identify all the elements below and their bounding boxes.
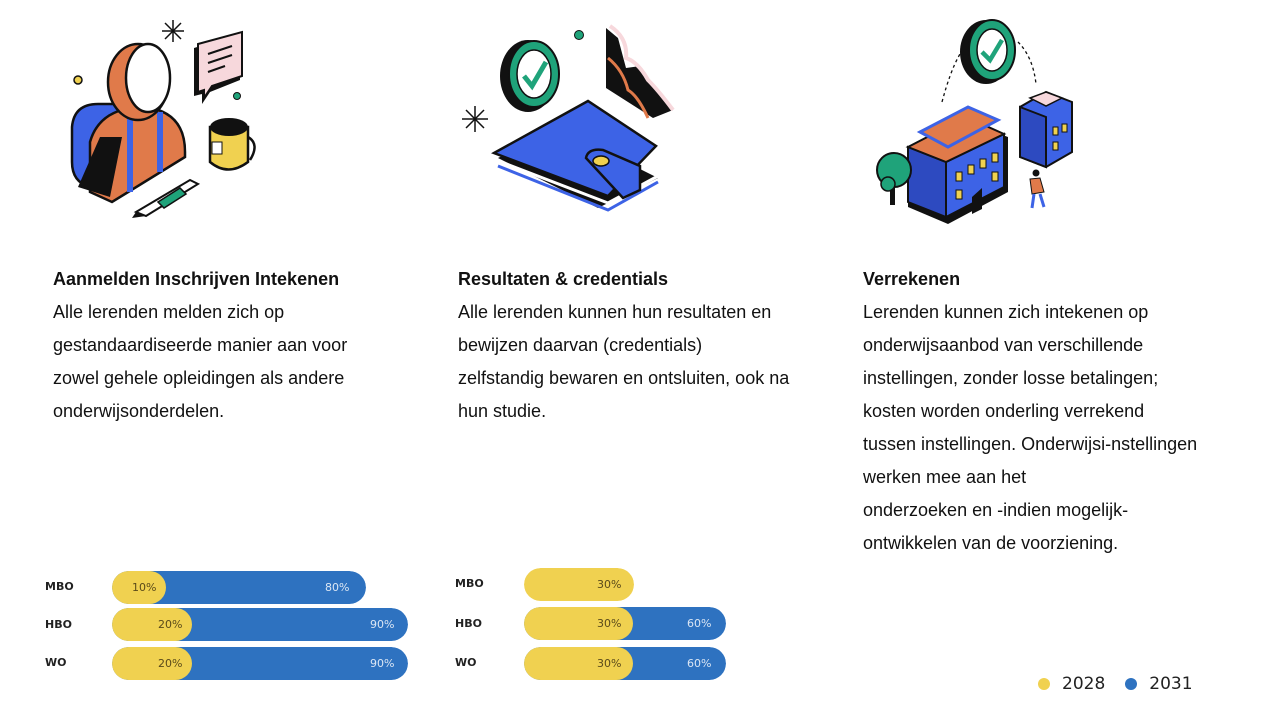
category-label-hbo: HBO [455,617,482,630]
bar-row-wo: 20% 90% [112,647,408,680]
bar-row-mbo: 10% 80% [112,571,366,604]
category-label-mbo: MBO [45,580,74,593]
value-label-2031: 60% [687,657,712,670]
value-label-2028: 30% [597,617,622,630]
bar-row-wo: 30% 60% [524,647,726,680]
legend-dot-icon [1125,678,1138,690]
column-title: Verrekenen [863,269,961,289]
wallet-illustration [458,18,683,218]
bar-segment-2028 [524,568,634,601]
legend-item-2031: 2031 [1125,674,1193,694]
legend-item-2028: 2028 [1038,674,1105,694]
category-label-hbo: HBO [45,618,72,631]
category-label-mbo: MBO [455,577,484,590]
category-label-wo: WO [45,656,67,669]
value-label-2028: 10% [132,581,157,594]
value-label-2031: 60% [687,617,712,630]
person-backpack-illustration [60,12,270,227]
column-body: Alle lerenden kunnen hun resultaten en b… [458,302,790,421]
value-label-2031: 80% [325,581,350,594]
value-label-2028: 30% [597,657,622,670]
value-label-2028: 30% [597,578,622,591]
value-label-2028: 20% [158,657,183,670]
category-label-wo: WO [455,656,477,669]
chart-legend: 2028 2031 [1038,674,1213,694]
legend-label: 2031 [1149,674,1193,694]
bar-segment-2028 [524,607,633,640]
column-aanmelden: Aanmelden Inschrijven Intekenen Alle ler… [53,263,433,428]
buildings-illustration [868,12,1083,224]
column-resultaten: Resultaten & credentials Alle lerenden k… [458,263,838,428]
checkmark-icon [522,60,549,91]
value-label-2028: 20% [158,618,183,631]
column-body: Alle lerenden melden zich op gestandaard… [53,302,348,421]
value-label-2031: 90% [370,657,395,670]
bar-segment-2028 [524,647,633,680]
column-title: Aanmelden Inschrijven Intekenen [53,269,340,289]
bar-row-hbo: 20% 90% [112,608,408,641]
bar-segment-2028 [112,608,192,641]
starburst-icon [162,20,184,42]
column-body: Lerenden kunnen zich intekenen op onderw… [863,302,1198,553]
column-title: Resultaten & credentials [458,269,669,289]
bar-row-mbo: 30% [524,568,634,601]
bar-row-hbo: 30% 60% [524,607,726,640]
legend-dot-icon [1038,678,1050,690]
starburst-icon [462,106,488,132]
checkmark-icon [980,38,1004,64]
column-verrekenen: Verrekenen Lerenden kunnen zich intekene… [863,263,1263,560]
bar-segment-2028 [112,571,166,604]
value-label-2031: 90% [370,618,395,631]
legend-label: 2028 [1062,674,1106,694]
bar-segment-2028 [112,647,192,680]
